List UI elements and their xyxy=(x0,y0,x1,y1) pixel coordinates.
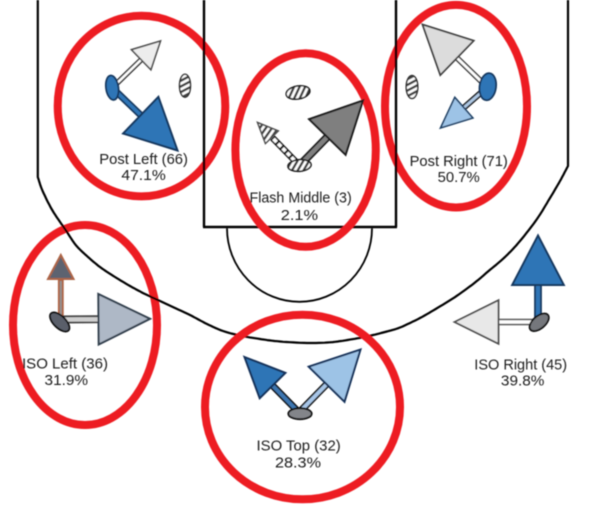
svg-text:ISO Right (45): ISO Right (45) xyxy=(474,358,567,374)
svg-text:Flash Middle (3): Flash Middle (3) xyxy=(250,190,352,206)
svg-text:ISO Top (32): ISO Top (32) xyxy=(257,438,341,454)
svg-text:31.9%: 31.9% xyxy=(45,373,89,389)
svg-text:28.3%: 28.3% xyxy=(275,455,321,471)
svg-text:39.8%: 39.8% xyxy=(501,374,545,390)
svg-text:2.1%: 2.1% xyxy=(281,208,319,224)
svg-text:Post Left (66): Post Left (66) xyxy=(99,152,188,168)
svg-text:50.7%: 50.7% xyxy=(438,170,480,186)
svg-text:47.1%: 47.1% xyxy=(121,168,166,184)
svg-text:ISO Left (36): ISO Left (36) xyxy=(22,357,108,373)
svg-text:Post Right (71): Post Right (71) xyxy=(410,154,508,170)
